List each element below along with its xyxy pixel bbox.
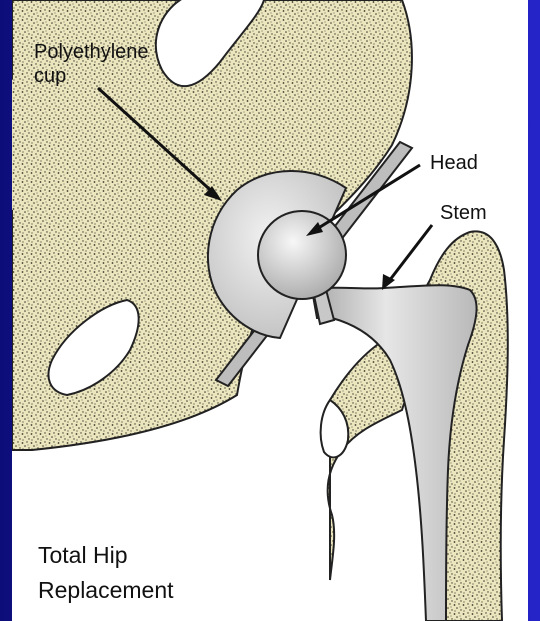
hip-replacement-diagram: Polyethylene cup Head Stem Total Hip Rep… [12, 0, 528, 621]
label-stem: Stem [440, 202, 487, 224]
caption-line1: Total Hip [38, 542, 127, 568]
caption-line2: Replacement [38, 577, 174, 603]
label-head: Head [430, 152, 478, 174]
femoral-head [258, 211, 346, 299]
label-cup-line2: cup [34, 65, 66, 87]
label-cup-line1: Polyethylene [34, 41, 149, 63]
